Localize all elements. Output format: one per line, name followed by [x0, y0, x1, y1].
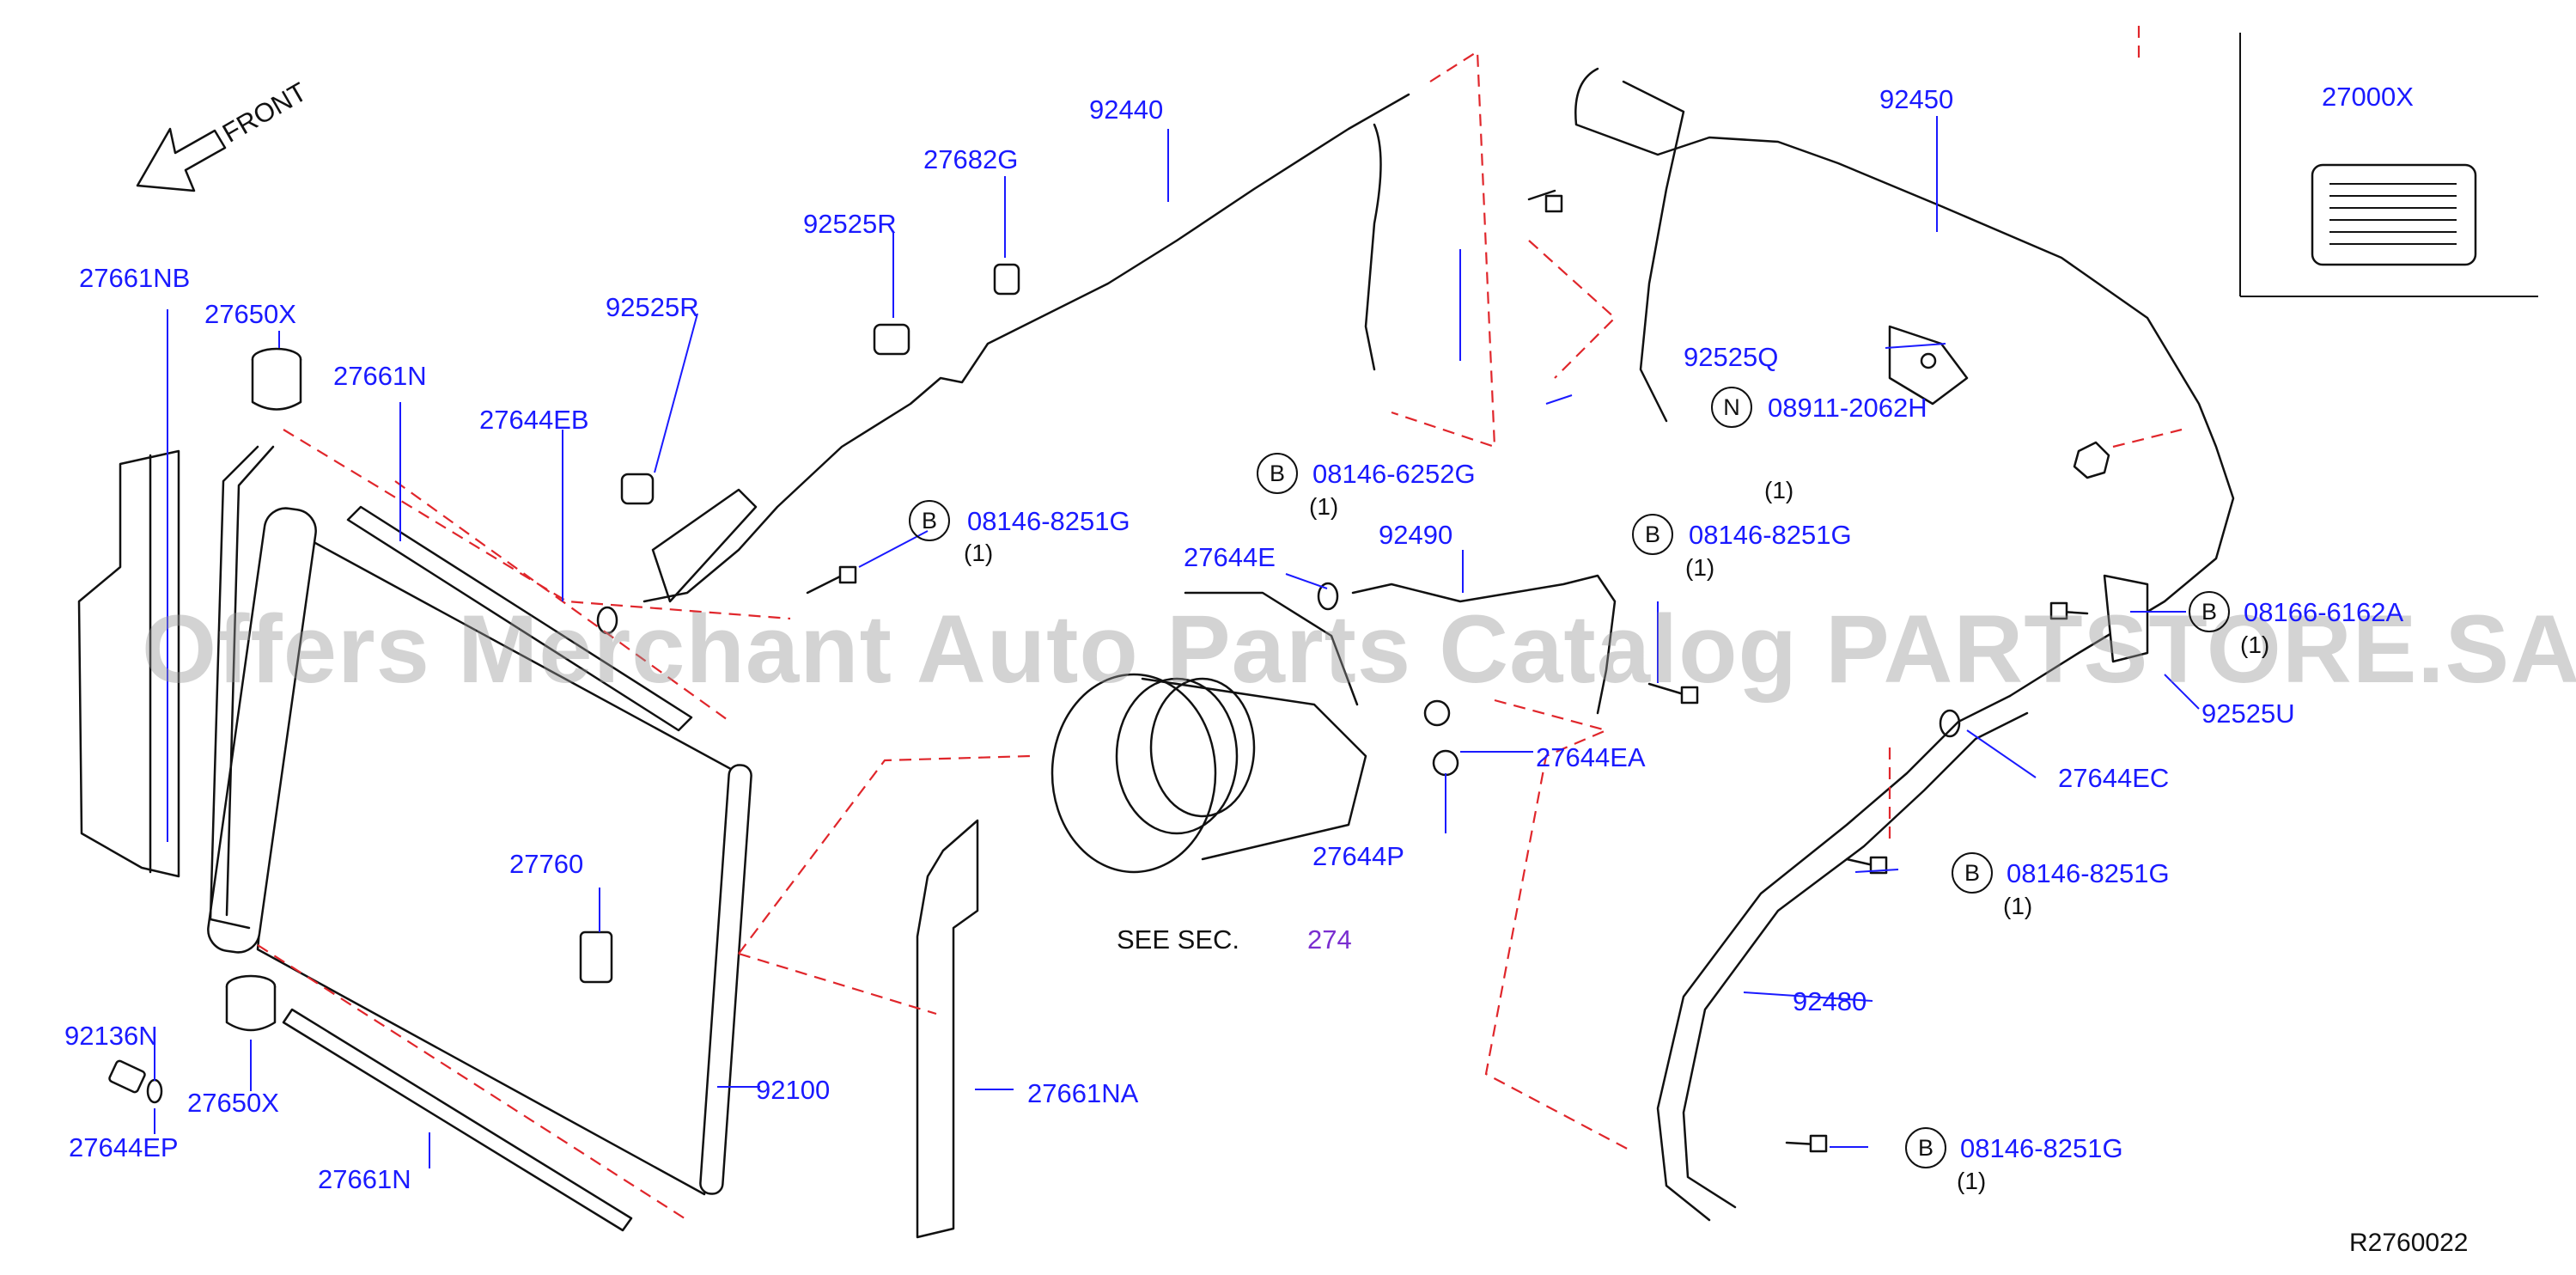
- fastener-number: 08146-8251G: [2007, 858, 2170, 888]
- o-ring-27644p-icon: [1432, 749, 1459, 777]
- part-label-92490[interactable]: 92490: [1379, 520, 1453, 550]
- air-guide-left-icon: [77, 449, 180, 878]
- bolt-icon: [2049, 601, 2089, 620]
- bolt-icon: [1845, 856, 1888, 875]
- fastener-number: 08146-8251G: [1960, 1133, 2123, 1163]
- bolt-icon: [1785, 1134, 1828, 1153]
- clip-92525u-icon: [2103, 574, 2149, 663]
- bolt-icon: [806, 565, 857, 595]
- part-label-27661n[interactable]: 27661N: [333, 361, 427, 391]
- bolt-icon: [1527, 189, 1563, 213]
- pipe-92440-icon: [642, 93, 1410, 603]
- fastener-qty: (1): [1764, 477, 1794, 503]
- fastener-number: 08146-8251G: [1689, 520, 1852, 550]
- fastener-prefix-badge: B: [1632, 514, 1673, 555]
- part-label-27682g[interactable]: 27682G: [923, 144, 1019, 174]
- cap-bottom-icon: [225, 974, 277, 1032]
- diagram-code: R2760022: [2349, 1229, 2469, 1257]
- inset-frame: [2239, 33, 2538, 297]
- part-label-27644eb[interactable]: 27644EB: [479, 405, 589, 435]
- fastener-number: 08911-2062H: [1768, 393, 1927, 423]
- hose-92480-icon: [1656, 694, 2029, 1222]
- part-label-92525r[interactable]: 92525R: [803, 209, 897, 239]
- part-label-27644ea[interactable]: 27644EA: [1536, 742, 1646, 772]
- fastener-prefix-badge: B: [1257, 453, 1298, 494]
- fastener-qty: (1): [964, 540, 994, 566]
- fastener-qty: (1): [2240, 631, 2270, 658]
- part-label-92525r[interactable]: 92525R: [606, 292, 699, 322]
- fastener-number: 08146-6252G: [1312, 459, 1476, 489]
- part-label-27661na[interactable]: 27661NA: [1027, 1078, 1139, 1108]
- label-plate-icon: [2311, 163, 2477, 266]
- nut-icon: [2073, 441, 2110, 479]
- fastener-qty: (1): [2003, 893, 2033, 919]
- part-label-27644ep[interactable]: 27644EP: [69, 1132, 179, 1162]
- fastener-qty: (1): [1309, 493, 1339, 520]
- clip-92525r-icon: [873, 323, 910, 356]
- part-label-27644e[interactable]: 27644E: [1184, 542, 1276, 572]
- compressor-icon: [1050, 591, 1367, 874]
- fastener-number: 08166-6162A: [2244, 597, 2404, 627]
- watermark-text: Offers Merchant Auto Parts Catalog PARTS…: [142, 595, 2576, 703]
- fastener-qty: (1): [1957, 1168, 1987, 1194]
- section-ref-number[interactable]: 274: [1307, 924, 1352, 955]
- reference-lines: [257, 26, 2183, 1221]
- o-ring-27644e-icon: [1317, 582, 1339, 611]
- part-label-27661nb[interactable]: 27661NB: [79, 263, 191, 293]
- fastener-prefix-badge: B: [1905, 1127, 1946, 1168]
- part-label-92440[interactable]: 92440: [1089, 95, 1164, 125]
- part-label-27644ec[interactable]: 27644EC: [2058, 763, 2170, 793]
- part-label-27650x[interactable]: 27650X: [187, 1088, 279, 1118]
- condenser-icon: [207, 445, 752, 1196]
- seal-strip-bottom-icon: [282, 1008, 633, 1232]
- bracket-icon: [579, 930, 613, 984]
- clip-27682g-icon: [993, 263, 1020, 296]
- fastener-qty: (1): [1685, 554, 1715, 581]
- o-ring-27644ea-icon: [1423, 699, 1451, 727]
- bolt-icon: [1647, 682, 1699, 705]
- clip-92525r-lower-icon: [620, 473, 655, 505]
- pressure-switch-icon: [108, 1059, 163, 1104]
- part-label-92136n[interactable]: 92136N: [64, 1021, 158, 1051]
- part-label-92480[interactable]: 92480: [1793, 986, 1867, 1016]
- air-guide-right-icon: [916, 819, 979, 1239]
- part-label-92100[interactable]: 92100: [756, 1075, 831, 1105]
- part-label-92525u[interactable]: 92525U: [2201, 699, 2295, 729]
- fastener-prefix-badge: B: [1952, 852, 1993, 894]
- part-label-92450[interactable]: 92450: [1879, 84, 1954, 114]
- part-label-92525q[interactable]: 92525Q: [1684, 342, 1779, 372]
- fastener-prefix-badge: N: [1711, 387, 1752, 428]
- part-label-27661n[interactable]: 27661N: [318, 1164, 411, 1194]
- fastener-prefix-badge: B: [909, 500, 950, 541]
- cap-top-icon: [251, 347, 302, 411]
- hose-92490-icon: [1351, 574, 1617, 715]
- part-label-27644p[interactable]: 27644P: [1312, 841, 1404, 871]
- pipe-92450-icon: [1574, 67, 2235, 698]
- section-ref-prefix: SEE SEC.: [1117, 924, 1239, 955]
- o-ring-27644ec-icon: [1939, 709, 1961, 738]
- part-label-27760[interactable]: 27760: [509, 849, 584, 879]
- fastener-number: 08146-8251G: [967, 506, 1130, 536]
- front-arrow-icon: [136, 127, 227, 192]
- fastener-prefix-badge: B: [2189, 591, 2230, 632]
- seal-strip-top-icon: [346, 505, 693, 732]
- part-label-27000x[interactable]: 27000X: [2322, 82, 2414, 112]
- part-label-27650x[interactable]: 27650X: [204, 299, 296, 329]
